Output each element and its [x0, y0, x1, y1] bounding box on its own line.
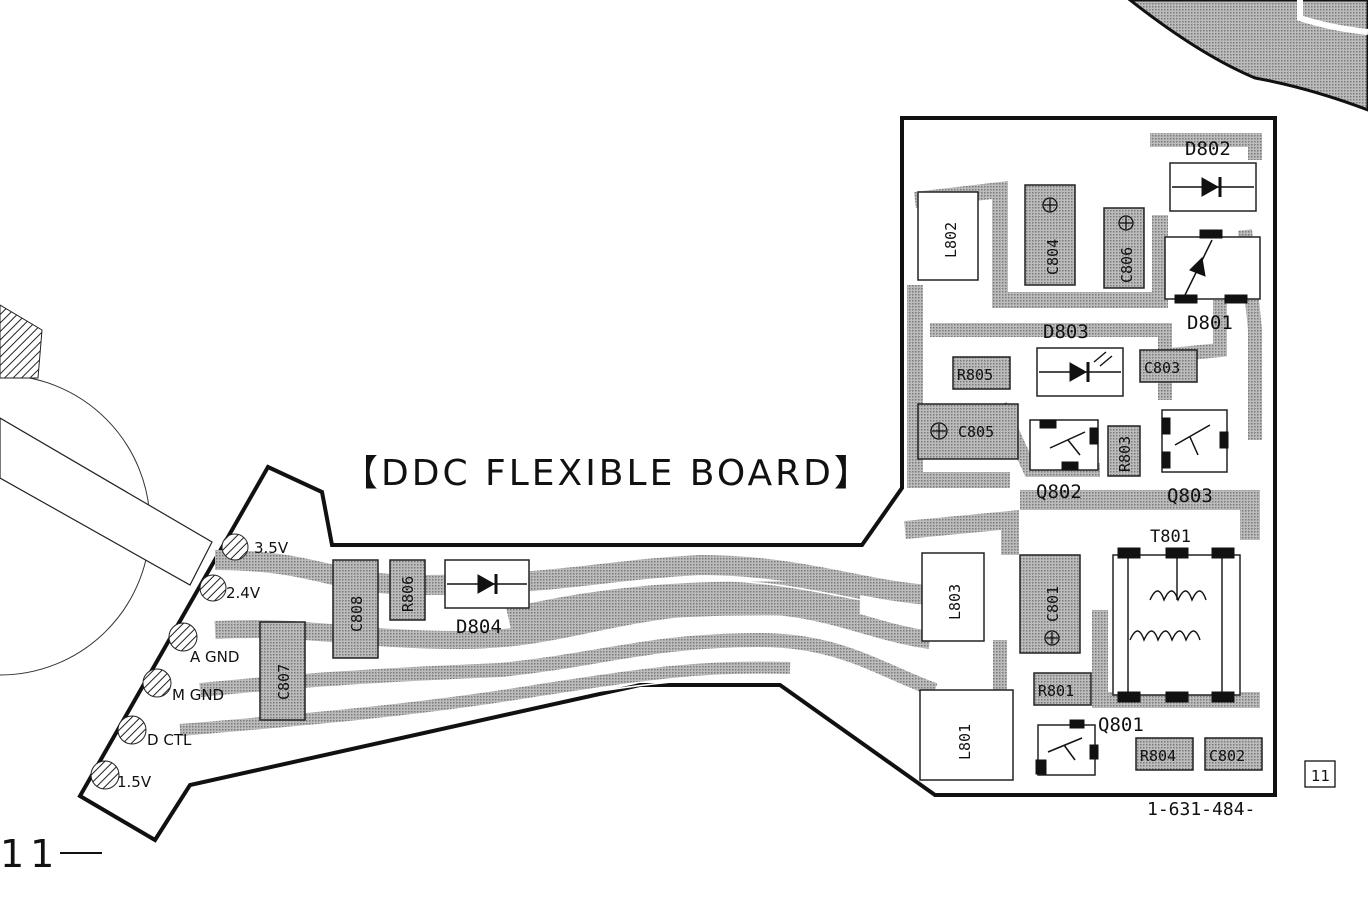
- pad-a-gnd: [168, 622, 198, 652]
- pad-label-3-5v: 3.5V: [254, 539, 289, 557]
- part-C806: [1103, 207, 1145, 289]
- plus-c806-icon: [1118, 215, 1134, 231]
- pad-label-2-4v: 2.4V: [226, 584, 261, 602]
- label-R803: R803: [1116, 436, 1134, 472]
- pad-3-5v: [221, 533, 249, 561]
- part-R801: [1033, 672, 1092, 706]
- part-C801: [1019, 554, 1081, 654]
- label-Q803: Q803: [1167, 485, 1213, 507]
- pad-1-5v: [90, 760, 120, 790]
- trace-gaps: [179, 574, 936, 741]
- label-R804: R804: [1140, 747, 1176, 765]
- label-C807: C807: [275, 664, 293, 700]
- label-R806: R806: [399, 576, 417, 612]
- plus-c805-icon: [930, 422, 948, 440]
- adjacent-board-outline: [1127, 0, 1368, 112]
- label-C804: C804: [1044, 239, 1062, 275]
- pad-d-ctl: [117, 715, 147, 745]
- label-C808: C808: [348, 596, 366, 632]
- label-C802: C802: [1209, 747, 1245, 765]
- part-C808: [332, 559, 379, 659]
- label-D801: D801: [1187, 312, 1233, 334]
- label-C801: C801: [1044, 586, 1062, 622]
- pad-label-m-gnd: M GND: [172, 686, 224, 704]
- pad-label-1-5v: 1.5V: [117, 773, 152, 791]
- board-part-number: 1-631-484-: [1147, 799, 1255, 820]
- part-L803: [921, 552, 985, 642]
- label-R801: R801: [1038, 682, 1074, 700]
- label-Q802: Q802: [1036, 481, 1082, 503]
- transistor-q801-icon: [1047, 737, 1083, 753]
- part-R805: [952, 356, 1011, 390]
- plus-c801-icon: [1044, 630, 1060, 646]
- part-C807: [259, 621, 306, 721]
- edge-connector-pads: [90, 533, 249, 790]
- diode-d802-icon: [1201, 177, 1220, 197]
- part-C802: [1204, 737, 1263, 771]
- part-Q801: [1037, 724, 1096, 776]
- label-C805: C805: [958, 423, 994, 441]
- zener-d801-icon: [1189, 256, 1206, 277]
- part-D801: [1164, 236, 1261, 300]
- coil-lower-icon: [1129, 630, 1201, 642]
- label-D803: D803: [1043, 321, 1089, 343]
- part-Q803: [1161, 409, 1228, 473]
- label-T801: T801: [1150, 527, 1191, 547]
- coil-upper-icon: [1149, 590, 1207, 602]
- led-d803-icon: [1069, 362, 1088, 382]
- page-ref-box: [1304, 760, 1336, 788]
- board-outline: [77, 116, 1277, 843]
- page-ref-number: 11: [1311, 767, 1330, 785]
- left-mechanism-outline: [0, 304, 213, 676]
- pad-labels: 3.5V 2.4V A GND M GND D CTL 1.5V: [117, 539, 289, 791]
- label-Q801: Q801: [1098, 714, 1144, 736]
- label-L803: L803: [946, 584, 964, 620]
- part-L801: [919, 689, 1014, 781]
- diode-d804-icon: [477, 574, 496, 594]
- component-symbols: [447, 177, 1254, 775]
- plus-c804-icon: [1042, 197, 1058, 213]
- sheet-mark: 11: [0, 832, 60, 876]
- transformer-coils: [1127, 558, 1223, 692]
- part-R803: [1107, 425, 1141, 477]
- label-R805: R805: [957, 366, 993, 384]
- pad-label-d-ctl: D CTL: [147, 731, 192, 749]
- component-labels: D802 L802 C804 C806 D801 D803 R805 C803 …: [275, 138, 1245, 765]
- label-D804: D804: [456, 616, 502, 638]
- pad-label-a-gnd: A GND: [190, 648, 239, 666]
- transistor-q802-icon: [1049, 431, 1086, 449]
- label-L801: L801: [956, 724, 974, 760]
- part-C803: [1139, 349, 1198, 383]
- part-R806: [389, 559, 426, 621]
- label-L802: L802: [942, 222, 960, 258]
- part-L802: [917, 191, 979, 281]
- pad-m-gnd: [142, 668, 172, 698]
- board-title: 【DDC FLEXIBLE BOARD】: [342, 453, 873, 494]
- label-C803: C803: [1144, 359, 1180, 377]
- label-D802: D802: [1185, 138, 1231, 160]
- polarity-marks: [930, 197, 1134, 646]
- label-C806: C806: [1118, 247, 1136, 283]
- pad-2-4v: [199, 574, 227, 602]
- transistor-q803-icon: [1174, 424, 1211, 446]
- part-R804: [1135, 737, 1194, 771]
